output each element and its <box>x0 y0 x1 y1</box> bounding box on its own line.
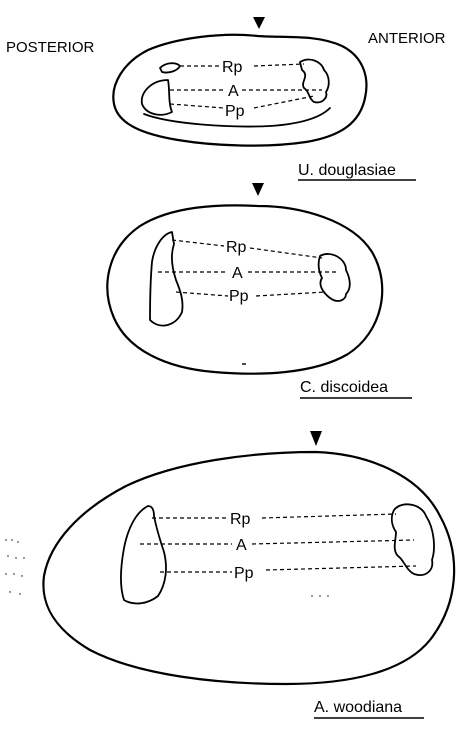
species-label: A. woodiana <box>314 699 402 716</box>
anterior-scar <box>300 60 329 103</box>
shell-outline <box>113 35 366 146</box>
posterior-adductor-scar <box>121 506 166 603</box>
muscle-label-rp: Rp <box>226 239 247 256</box>
shell-c-discoidea: Rp A Pp C. discoidea <box>107 183 412 398</box>
posterior-label: POSTERIOR <box>6 39 95 56</box>
muscle-label-pp: Pp <box>225 103 245 120</box>
muscle-label-pp: Pp <box>229 288 249 305</box>
anterior-scar <box>392 504 434 575</box>
species-label: C. discoidea <box>300 379 388 396</box>
posterior-adductor-scar <box>142 80 172 115</box>
umbo-marker-icon <box>252 183 264 196</box>
muscle-label-rp: Rp <box>222 59 243 76</box>
anterior-label: ANTERIOR <box>368 30 446 47</box>
muscle-label-a: A <box>236 537 247 554</box>
anterior-scar <box>319 254 350 301</box>
umbo-marker-icon <box>253 17 265 29</box>
posterior-retractor-scar <box>160 63 180 72</box>
muscle-label-rp: Rp <box>230 511 251 528</box>
muscle-label-a: A <box>228 83 239 100</box>
muscle-label-a: A <box>232 265 243 282</box>
muscle-label-pp: Pp <box>234 565 254 582</box>
species-label: U. douglasiae <box>298 162 396 179</box>
umbo-marker-icon <box>310 431 322 446</box>
shell-a-woodiana: Rp A Pp A. woodiana <box>5 431 454 718</box>
posterior-adductor-scar <box>150 232 183 326</box>
